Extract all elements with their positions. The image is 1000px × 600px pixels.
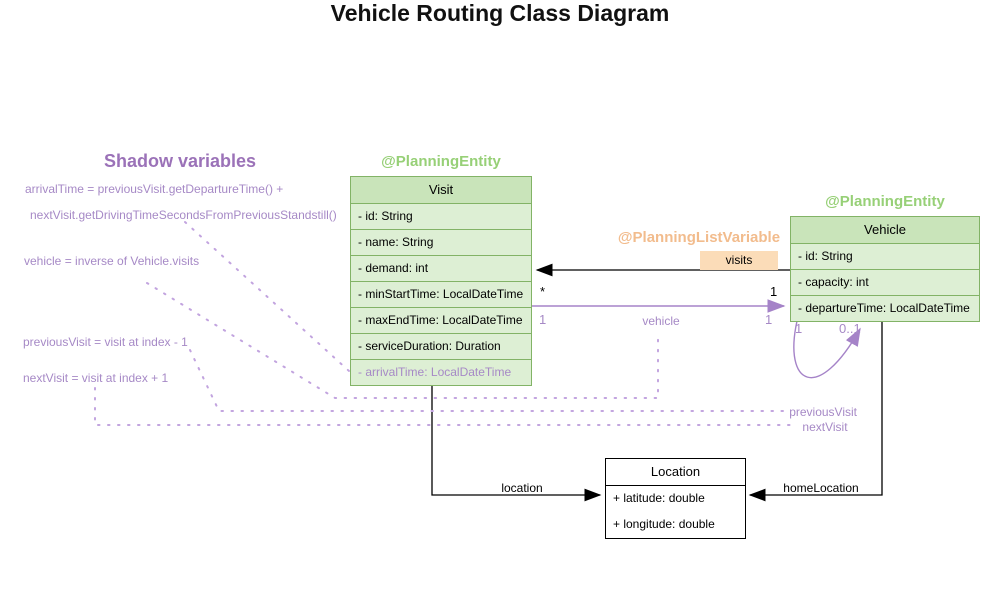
self-loop-multiplicity-right: 0..1 [839,321,861,336]
vehicle-multiplicity-visit-end: 1 [539,312,547,327]
class-visit-attr-serviceduration: - serviceDuration: Duration [351,333,531,359]
class-visit-attr-maxendtime: - maxEndTime: LocalDateTime [351,307,531,333]
self-loop-line [793,320,861,379]
class-visit-attr-minstarttime: - minStartTime: LocalDateTime [351,281,531,307]
class-visit-attr-id: - id: String [351,203,531,229]
class-visit-title: Visit [351,177,531,203]
class-location-attr-latitude: + latitude: double [606,486,745,512]
class-visit-attr-name: - name: String [351,229,531,255]
class-visit-attr-arrivaltime: - arrivalTime: LocalDateTime [351,359,531,385]
home-location-association-line [748,321,883,502]
home-location-association-label: homeLocation [783,481,859,495]
arrival-time-dotted-connector [184,221,350,372]
visits-multiplicity-visit-end: * [540,284,546,299]
shadow-line-previousvisit: previousVisit = visit at index - 1 [23,335,188,349]
visits-label-chip: visits [700,251,778,270]
class-visit: Visit - id: String - name: String - dema… [350,176,532,386]
vehicle-planning-entity-annotation: @PlanningEntity [825,193,945,210]
vehicle-association-label: vehicle [642,314,680,328]
self-loop-multiplicity-left: 1 [795,321,803,336]
previous-visit-label: previousVisit [789,405,857,419]
class-vehicle-title: Vehicle [791,217,979,243]
next-visit-label: nextVisit [802,420,848,434]
visits-multiplicity-vehicle-end: 1 [770,284,778,299]
location-association-line [431,385,602,502]
class-vehicle: Vehicle - id: String - capacity: int - d… [790,216,980,322]
visit-planning-entity-annotation: @PlanningEntity [381,153,501,170]
class-location: Location + latitude: double + longitude:… [605,458,746,539]
shadow-line-arrivaltime-2: nextVisit.getDrivingTimeSecondsFromPrevi… [30,208,337,222]
vehicle-dotted-connector [146,282,659,399]
class-vehicle-attr-departuretime: - departureTime: LocalDateTime [791,295,979,321]
class-vehicle-attr-id: - id: String [791,243,979,269]
shadow-variables-heading: Shadow variables [103,151,257,171]
planning-list-variable-annotation: @PlanningListVariable [617,229,781,246]
shadow-line-nextvisit: nextVisit = visit at index + 1 [23,371,169,385]
page-title: Vehicle Routing Class Diagram [330,0,670,26]
vehicle-multiplicity-vehicle-end: 1 [765,312,773,327]
shadow-line-arrivaltime-1: arrivalTime = previousVisit.getDeparture… [25,182,284,196]
shadow-line-vehicle: vehicle = inverse of Vehicle.visits [24,254,200,268]
class-location-attr-longitude: + longitude: double [606,512,745,538]
class-visit-attr-demand: - demand: int [351,255,531,281]
location-association-label: location [501,481,543,495]
class-vehicle-attr-capacity: - capacity: int [791,269,979,295]
next-visit-dotted-connector [94,387,798,426]
class-location-title: Location [606,459,745,486]
